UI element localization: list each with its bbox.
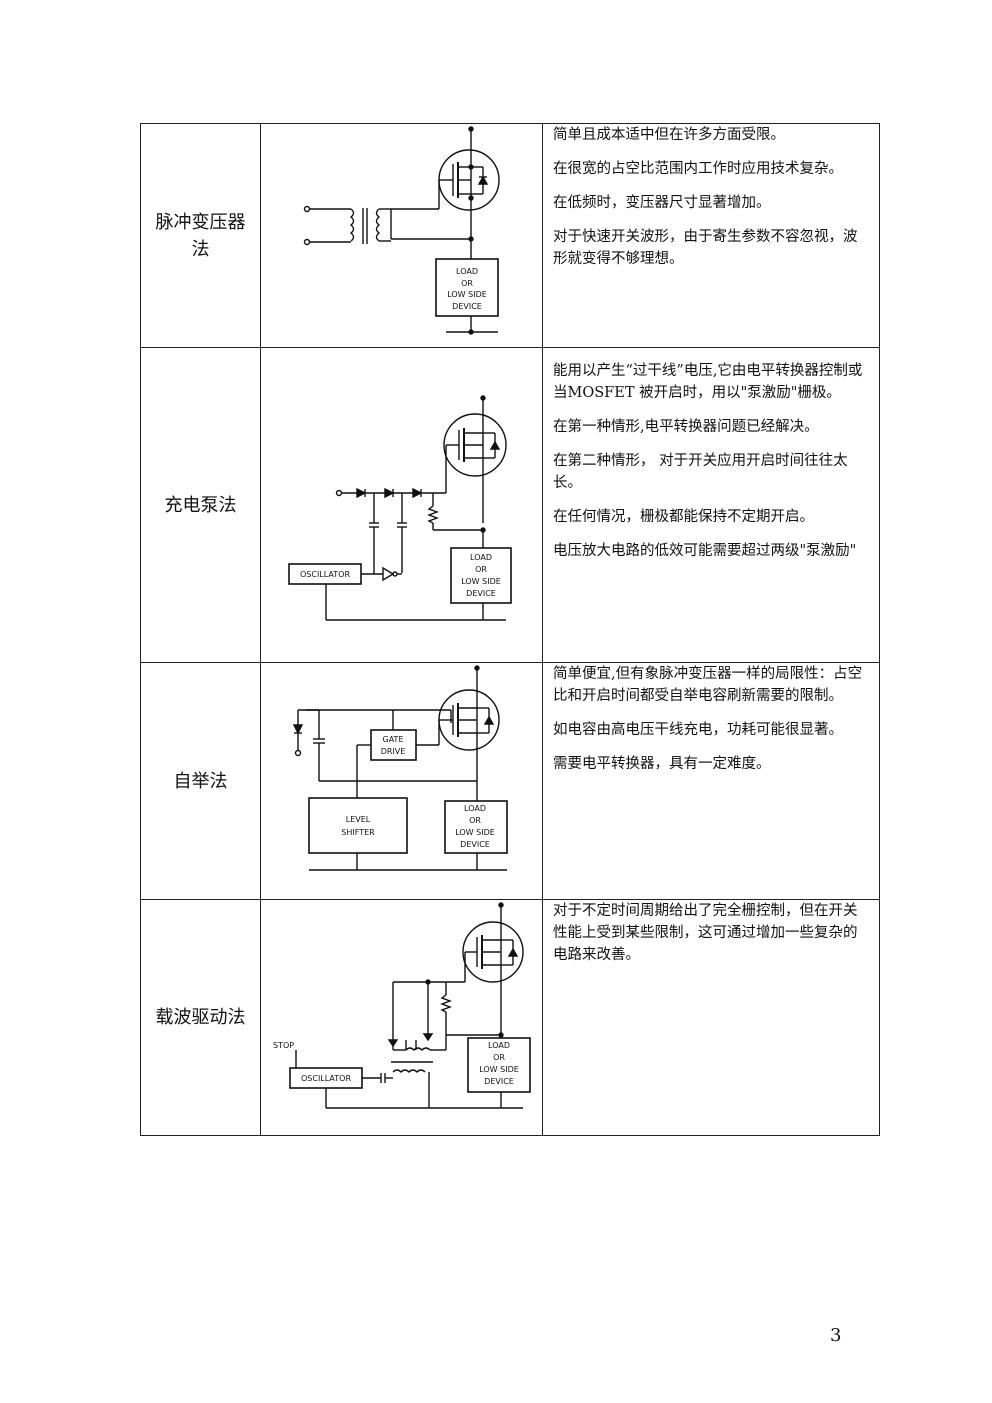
- load-label-line: LOAD: [464, 804, 486, 813]
- method-notes: 简单且成本适中但在许多方面受限。 在很宽的占空比范围内工作时应用技术复杂。 在低…: [542, 123, 880, 348]
- note-text: 简单且成本适中但在许多方面受限。: [553, 127, 785, 143]
- load-label-line: OR: [461, 279, 473, 288]
- level-shifter-label-line: SHIFTER: [341, 828, 375, 837]
- note-text: 如电容由高电压干线充电，功耗可能很显著。: [553, 722, 843, 738]
- table-row: 载波驱动法: [140, 899, 880, 1136]
- table-row: 自举法: [140, 662, 880, 900]
- bootstrap-circuit: GATE DRIVE LEVEL SHIFTER LOAD OR LOW SID…: [292, 665, 508, 871]
- load-label-line: OR: [493, 1053, 505, 1062]
- circuit-diagram: GATE DRIVE LEVEL SHIFTER LOAD OR LOW SID…: [260, 662, 543, 900]
- load-label-line: LOAD: [488, 1041, 510, 1050]
- load-label-line: LOW SIDE: [447, 290, 487, 299]
- page-number: 3: [830, 1325, 842, 1346]
- note-text: 需要电平转换器，具有一定难度。: [553, 756, 771, 772]
- stop-label: STOP: [273, 1041, 294, 1050]
- load-label-line: OR: [469, 816, 481, 825]
- note-text: 电压放大电路的低效可能需要超过两级"泵激励": [553, 543, 857, 559]
- load-label-line: DEVICE: [484, 1077, 514, 1086]
- gate-drive-label-line: DRIVE: [381, 747, 406, 756]
- method-notes: 简单便宜,但有象脉冲变压器一样的局限性：占空比和开启时间都受自举电容刷新需要的限…: [542, 662, 880, 900]
- load-label-line: LOW SIDE: [461, 577, 501, 586]
- load-label-line: LOW SIDE: [455, 828, 495, 837]
- circuit-diagram: STOP OSCILLATOR LOAD OR LOW SIDE DEVICE: [260, 899, 543, 1136]
- note-text: 在低频时，变压器尺寸显著增加。: [553, 195, 771, 211]
- load-label-line: DEVICE: [466, 589, 496, 598]
- oscillator-label: OSCILLATOR: [301, 1074, 351, 1083]
- method-name: 脉冲变压器法: [140, 123, 261, 348]
- note-text: 对于快速开关波形，由于寄生参数不容忽视，波形就变得不够理想。: [553, 229, 858, 267]
- method-notes: 对于不定时间周期给出了完全栅控制，但在开关性能上受到某些限制，这可通过增加一些复…: [542, 899, 880, 1136]
- circuit-diagram: OSCILLATOR LOAD OR LOW SIDE DEVICE: [260, 347, 543, 663]
- load-label-line: LOW SIDE: [479, 1065, 519, 1074]
- load-label-line: LOAD: [470, 553, 492, 562]
- method-name: 载波驱动法: [140, 899, 261, 1136]
- note-text: 在第二种情形， 对于开关应用开启时间往往太长。: [553, 453, 848, 491]
- load-label-line: DEVICE: [452, 302, 482, 311]
- oscillator-label: OSCILLATOR: [300, 570, 350, 579]
- method-notes: 能用以产生“过干线”电压,它由电平转换器控制或当MOSFET 被开启时，用以"泵…: [542, 347, 880, 663]
- circuit-diagram: LOAD OR LOW SIDE DEVICE: [260, 123, 543, 348]
- load-label-line: LOAD: [456, 267, 478, 276]
- level-shifter-label-line: LEVEL: [346, 815, 371, 824]
- note-text: 在第一种情形,电平转换器问题已经解决。: [553, 419, 819, 435]
- gate-drive-label-line: GATE: [383, 735, 404, 744]
- method-name: 充电泵法: [140, 347, 261, 663]
- carrier-drive-circuit: STOP OSCILLATOR LOAD OR LOW SIDE DEVICE: [273, 902, 531, 1109]
- load-label-line: DEVICE: [460, 840, 490, 849]
- note-text: 对于不定时间周期给出了完全栅控制，但在开关性能上受到某些限制，这可通过增加一些复…: [553, 903, 858, 963]
- table-row: 充电泵法: [140, 347, 880, 663]
- pulse-transformer-circuit: LOAD OR LOW SIDE DEVICE: [303, 126, 500, 335]
- method-table: 脉冲变压器法: [140, 123, 880, 1136]
- load-label-line: OR: [475, 565, 487, 574]
- note-text: 在很宽的占空比范围内工作时应用技术复杂。: [553, 161, 843, 177]
- note-text: 在任何情况，栅极都能保持不定期开启。: [553, 509, 814, 525]
- table-row: 脉冲变压器法: [140, 123, 880, 348]
- method-name: 自举法: [140, 662, 261, 900]
- note-text: 能用以产生“过干线”电压,它由电平转换器控制或当MOSFET 被开启时，用以"泵…: [553, 363, 863, 401]
- note-text: 简单便宜,但有象脉冲变压器一样的局限性：占空比和开启时间都受自举电容刷新需要的限…: [553, 666, 863, 704]
- charge-pump-circuit: OSCILLATOR LOAD OR LOW SIDE DEVICE: [288, 395, 512, 621]
